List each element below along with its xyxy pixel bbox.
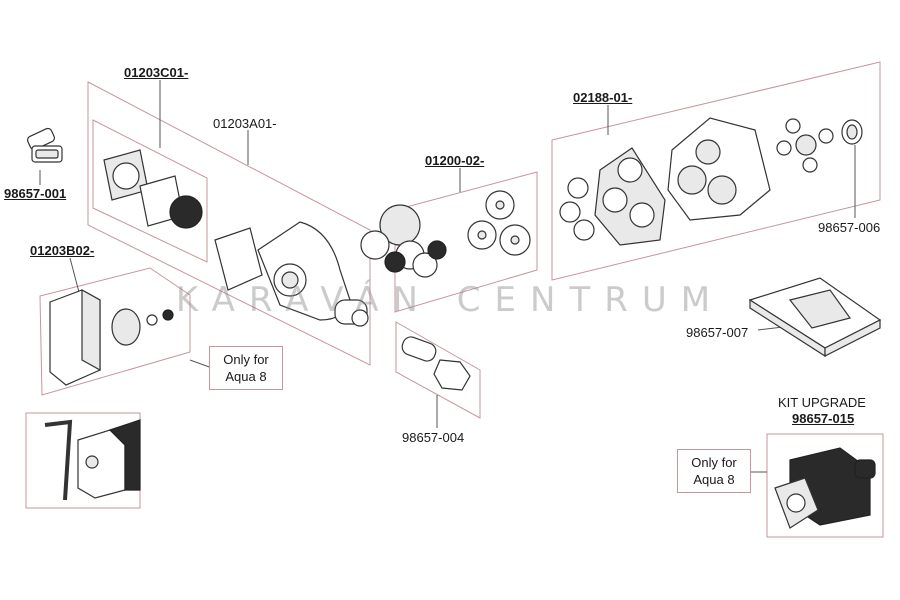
label-01203C01: 01203C01- [124, 65, 189, 80]
note-right-line1: Only for [691, 455, 737, 470]
elbow-fitting [26, 127, 63, 163]
cam-star-bushing [776, 118, 863, 173]
label-98657-004: 98657-004 [402, 430, 465, 445]
hose-fitting [401, 336, 471, 391]
label-01203B02: 01203B02- [30, 243, 95, 258]
frame-01203A01 [87, 81, 371, 366]
frame-01200-02 [394, 171, 538, 313]
frame-98657-004 [395, 321, 481, 419]
watermark: KARAVÁN CENTRUM [175, 280, 725, 320]
mounting-base [748, 277, 882, 358]
note-left-line1: Only for [223, 352, 269, 367]
valve-plate-set [103, 149, 203, 229]
label-98657-015: 98657-015 [792, 411, 855, 426]
label-98657-001: 98657-001 [4, 186, 67, 201]
note-right-line2: Aqua 8 [693, 472, 735, 487]
note-left-line2: Aqua 8 [225, 369, 267, 384]
frame-02188-01 [551, 61, 881, 281]
pressure-switch-module [49, 288, 174, 386]
upper-pump-assembly [559, 117, 771, 246]
kit-upgrade-pump [774, 447, 876, 529]
label-98657-007: 98657-007 [686, 325, 749, 340]
pump-head-housing [214, 221, 369, 327]
label-02188-01: 02188-01- [573, 90, 633, 105]
label-kit-upgrade: KIT UPGRADE [778, 395, 866, 410]
valve-discs [467, 190, 531, 256]
frame-01203B02 [39, 267, 191, 396]
frame-01203C01 [92, 119, 208, 263]
label-01203A01: 01203A01- [213, 116, 277, 131]
label-98657-006: 98657-006 [818, 220, 881, 235]
frame-kit-upgrade [766, 433, 884, 538]
diaphragm-assembly [360, 204, 447, 278]
allen-key-detail [44, 419, 141, 501]
note-only-aqua8-right: Only for Aqua 8 [677, 449, 751, 493]
note-only-aqua8-left: Only for Aqua 8 [209, 346, 283, 390]
label-01200-02: 01200-02- [425, 153, 485, 168]
